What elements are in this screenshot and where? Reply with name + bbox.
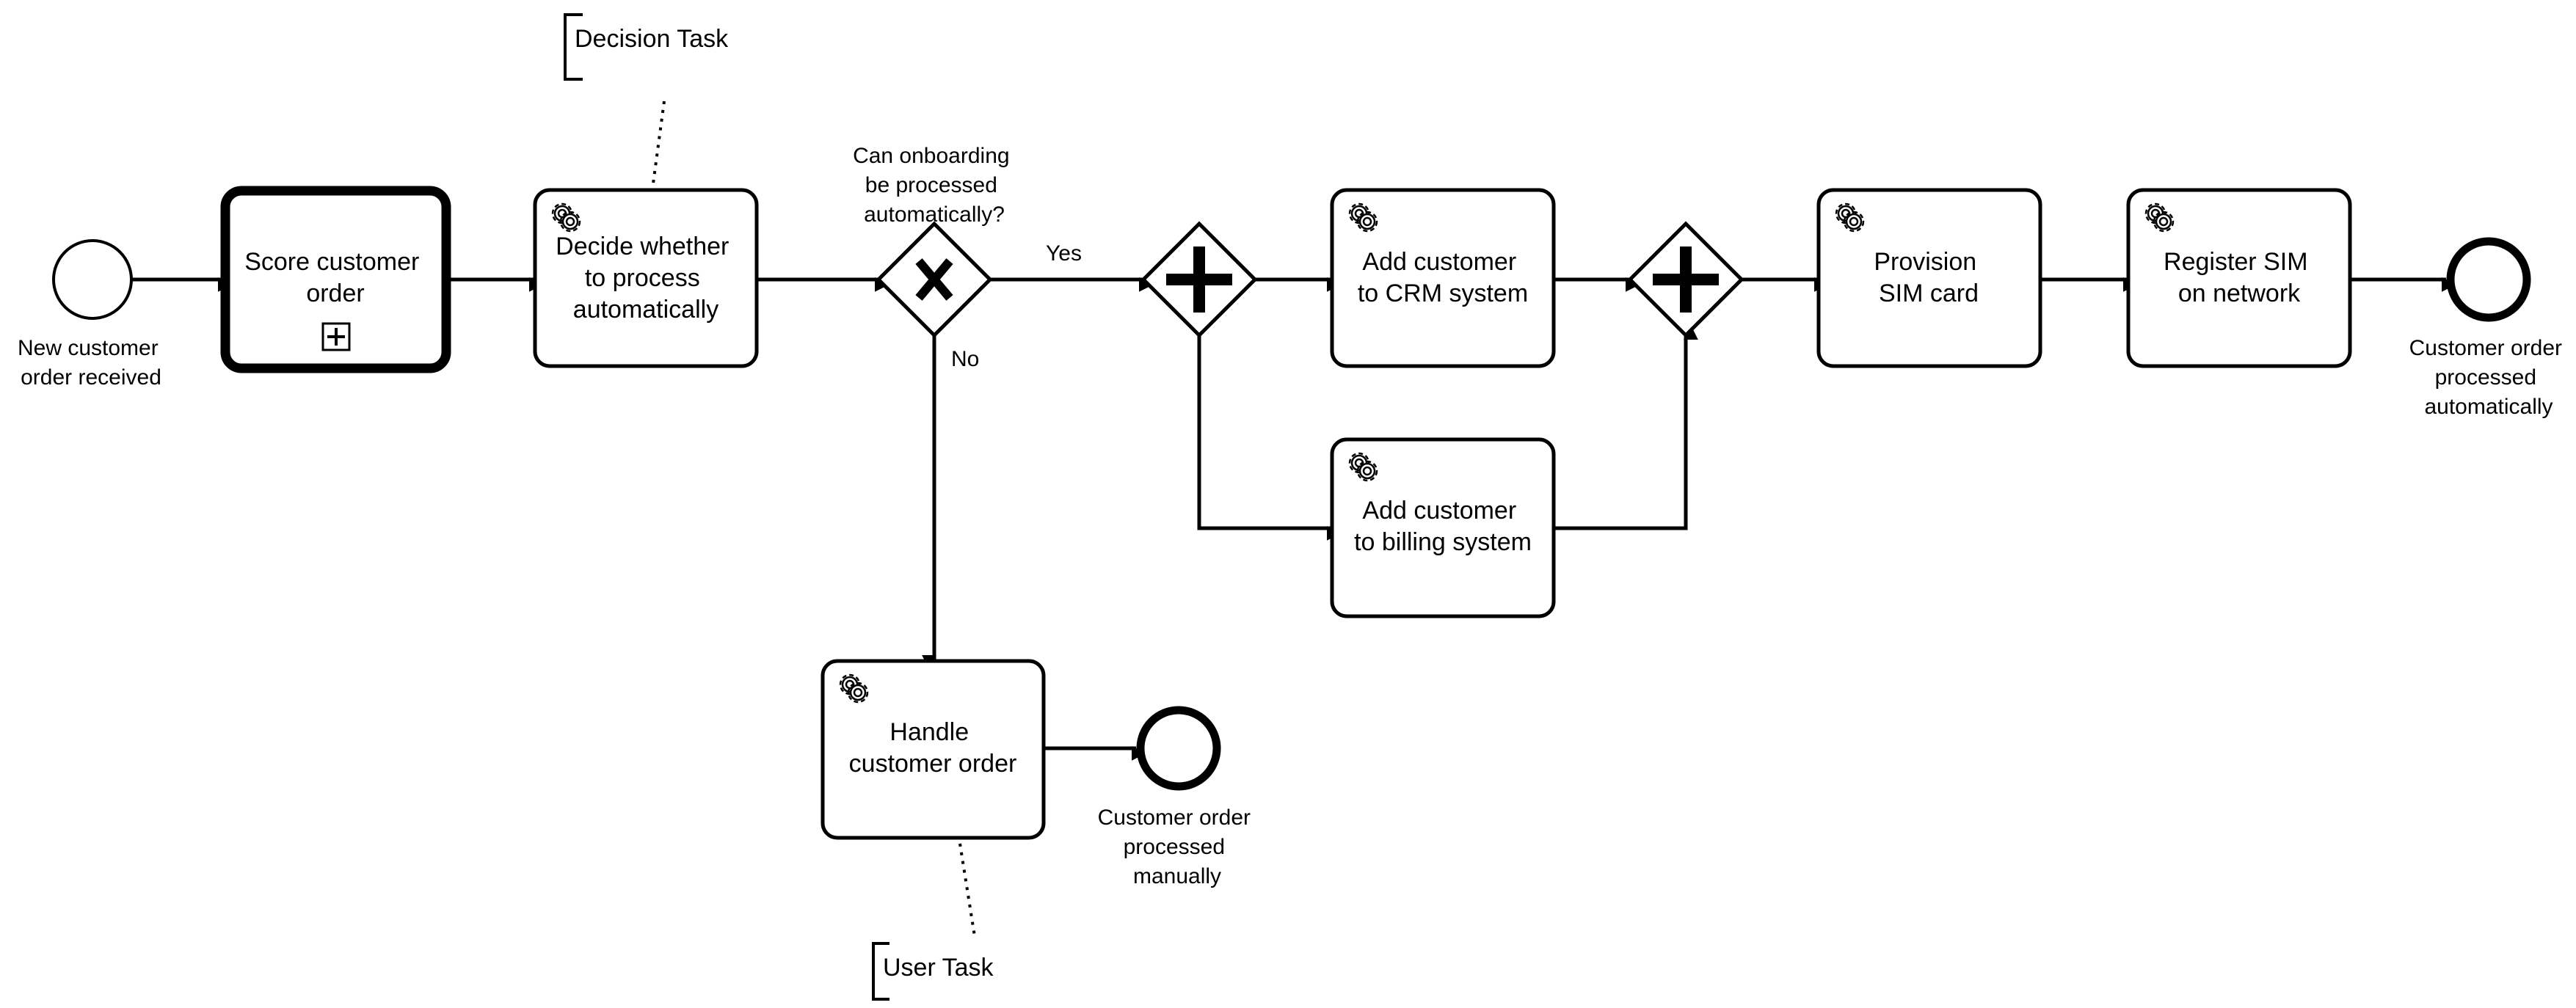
- parallel-gateway-join[interactable]: [1627, 221, 1744, 338]
- user-task-annotation-text: User Task: [883, 954, 994, 982]
- decision-task-annotation-text: Decision Task: [575, 25, 729, 53]
- flow-fork-to-billing[interactable]: [1197, 335, 1342, 541]
- user-annotation-association: [958, 843, 976, 937]
- task-provision-sim-card[interactable]: Provision SIM card: [1816, 188, 2042, 368]
- task-handle-customer-order[interactable]: Handle customer order: [821, 659, 1046, 840]
- plus-icon: [1166, 246, 1232, 313]
- score-customer-order-subprocess[interactable]: Score customer order: [220, 186, 451, 373]
- flow-label-yes: Yes: [1046, 241, 1082, 266]
- parallel-gateway-fork[interactable]: [1140, 221, 1258, 338]
- sequence-flows: [132, 277, 2456, 761]
- exclusive-gateway[interactable]: [876, 221, 993, 338]
- end-event-manual-label: Customer order processed manually: [1098, 806, 1257, 888]
- task-add-customer-billing[interactable]: Add customer to billing system: [1330, 437, 1556, 618]
- task-add-billing-label: Add customer to billing system: [1354, 497, 1532, 556]
- gateway-question-label: Can onboarding be processed automaticall…: [853, 144, 1016, 227]
- task-add-customer-crm[interactable]: Add customer to CRM system: [1330, 188, 1556, 368]
- decision-annotation-association: [652, 101, 666, 184]
- plus-square-icon: [321, 322, 351, 351]
- task-handle-label: Handle customer order: [849, 718, 1017, 778]
- end-event-manual[interactable]: [1136, 706, 1221, 791]
- user-task-annotation[interactable]: User Task: [872, 942, 994, 1001]
- task-register-label: Register SIM on network: [2164, 248, 2315, 307]
- subprocess-label: Score customer order: [244, 248, 426, 307]
- decision-task-annotation[interactable]: Decision Task: [564, 13, 729, 81]
- end-event-automatic[interactable]: [2446, 237, 2531, 322]
- task-provision-label: Provision SIM card: [1874, 248, 1983, 307]
- task-add-crm-label: Add customer to CRM system: [1358, 248, 1528, 307]
- task-decide-whether[interactable]: Decide whether to process automatically: [533, 188, 759, 368]
- task-decide-label: Decide whether to process automatically: [556, 233, 736, 324]
- start-event-label: New customer order received: [18, 336, 164, 390]
- flow-label-no: No: [951, 347, 979, 371]
- plus-icon: [1653, 246, 1719, 313]
- flow-billing-to-join[interactable]: [1554, 325, 1698, 530]
- end-event-automatic-label: Customer order processed automatically: [2409, 336, 2569, 419]
- x-icon: [915, 258, 953, 301]
- start-event[interactable]: [52, 239, 133, 320]
- task-register-sim[interactable]: Register SIM on network: [2126, 188, 2352, 368]
